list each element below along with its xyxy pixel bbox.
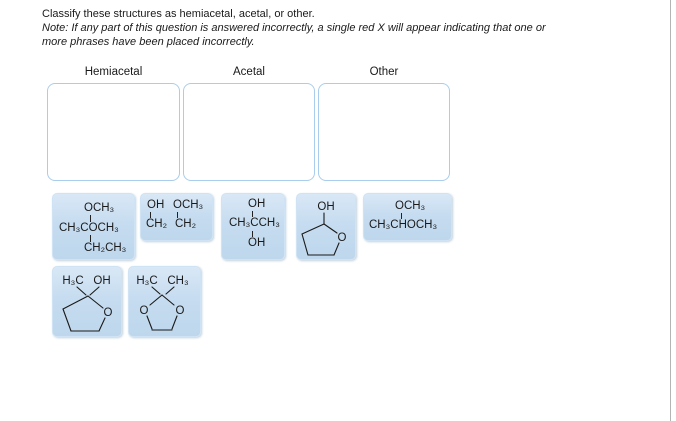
ring-oxygen-label: O [104, 307, 113, 319]
structure-tile-hydroxy-ether-chain[interactable]: OH OCH₃ CH₂ CH₂ [140, 193, 213, 241]
bond-vertical [177, 212, 178, 218]
bin-label-acetal: Acetal [233, 66, 265, 78]
bond-vertical [150, 212, 151, 218]
bond-to-methyl [165, 286, 175, 295]
substituent-label: OH [317, 201, 334, 213]
structure-tile-ketal-chain[interactable]: OCH₃ CH₃COCH₃ CH₂CH₃ [52, 193, 135, 260]
bond-to-methyl [151, 286, 161, 295]
ring-oxygen-label: O [140, 305, 149, 317]
bond-to-methyl [76, 286, 87, 296]
structure-tile-cyclic-hemiacetal[interactable]: OH O [296, 193, 356, 260]
drop-zone-hemiacetal[interactable] [47, 83, 180, 181]
formula-line: CH₂ [175, 218, 197, 230]
question-note-line2: more phrases have been placed incorrectl… [42, 36, 255, 48]
structure-tile-cyclic-acetal[interactable]: H₃C CH₃ O O [128, 266, 201, 337]
ring-structure: H₃C OH O [62, 275, 113, 332]
substituent-label: OH [93, 275, 110, 287]
frame-border-right [670, 0, 671, 421]
ring-oxygen-label: O [338, 232, 347, 244]
bond-vertical [90, 235, 91, 242]
formula-line: OH [248, 198, 266, 210]
formula-line: OH [147, 199, 165, 211]
ring-structure: OH O [301, 201, 347, 256]
formula-line: CH₃CHOCH₃ [369, 219, 438, 231]
substituent-label: CH₃ [167, 275, 189, 287]
formula-line: CH₃COCH₃ [59, 222, 119, 234]
ring-bonds [146, 294, 178, 331]
bond-vertical [252, 211, 253, 217]
formula-line: CH₂CH₃ [84, 242, 127, 254]
bond-vertical [401, 213, 402, 219]
bond-to-oh [89, 286, 100, 296]
drop-zone-acetal[interactable] [183, 83, 315, 181]
structure-tile-acetal-chain[interactable]: OCH₃ CH₃CHOCH₃ [363, 193, 452, 241]
bin-label-hemiacetal: Hemiacetal [84, 66, 143, 78]
formula-line: OCH₃ [395, 200, 426, 212]
bond-vertical [90, 215, 91, 222]
bond-vertical [252, 231, 253, 237]
formula-line: OCH₃ [173, 199, 204, 211]
drop-zone-other[interactable] [318, 83, 450, 181]
question-note-line1: Note: If any part of this question is an… [42, 22, 546, 34]
formula-line: OCH₃ [84, 202, 115, 214]
ring-bonds [62, 295, 106, 332]
ring-bonds [301, 223, 340, 256]
ring-structure: H₃C CH₃ O O [136, 275, 189, 331]
structure-tile-gem-diol[interactable]: OH CH₃CCH₃ OH [221, 193, 285, 260]
formula-line: OH [248, 237, 266, 249]
substituent-label: H₃C [136, 275, 157, 287]
ring-oxygen-label: O [176, 305, 185, 317]
structure-tile-cyclic-methyl-hemiacetal[interactable]: H₃C OH O [52, 266, 122, 337]
bin-label-other: Other [369, 66, 399, 78]
substituent-label: H₃C [62, 275, 83, 287]
formula-line: CH₃CCH₃ [229, 217, 280, 229]
question-prompt: Classify these structures as hemiacetal,… [42, 8, 315, 20]
formula-line: CH₂ [146, 218, 168, 230]
